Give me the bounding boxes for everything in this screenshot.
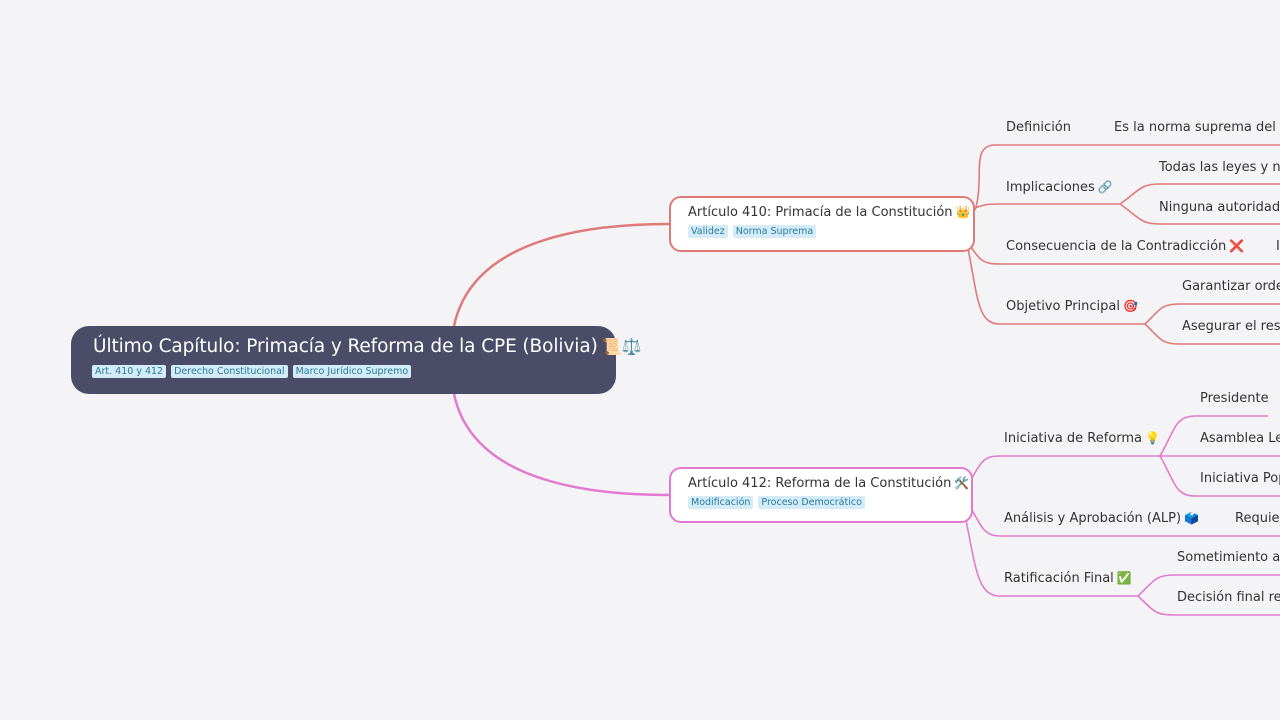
- node-objetivo-item-2[interactable]: Asegurar el respe: [1182, 319, 1280, 334]
- scroll-scale-icon: 📜⚖️: [601, 337, 642, 356]
- tag-marco-juridico: Marco Jurídico Supremo: [292, 365, 412, 378]
- definicion-text: Es la norma suprema del ord: [1114, 120, 1280, 135]
- node-ratificacion-item-2[interactable]: Decisión final rec: [1177, 590, 1280, 605]
- edge-410-objetivo: [967, 247, 1145, 325]
- implicaciones-label: Implicaciones: [1006, 180, 1095, 195]
- edge-iniciativa-item-3: [1159, 455, 1280, 497]
- lightbulb-icon: 💡: [1145, 431, 1160, 445]
- edge-412-iniciativa: [971, 455, 1160, 479]
- objetivo-item-1-text: Garantizar order: [1182, 279, 1280, 294]
- node-iniciativa-item-1[interactable]: Presidente: [1200, 391, 1269, 406]
- objetivo-item-2-text: Asegurar el respe: [1182, 319, 1280, 334]
- node-ratificacion[interactable]: Ratificación Final✅: [1004, 571, 1132, 586]
- articulo-410-tags: Validez Norma Suprema: [688, 225, 973, 238]
- node-iniciativa[interactable]: Iniciativa de Reforma💡: [1004, 431, 1160, 446]
- edge-412-analisis: [971, 509, 1280, 537]
- implicaciones-item-2-text: Ninguna autoridad, i: [1159, 200, 1280, 215]
- edge-410-definicion: [974, 144, 1280, 211]
- node-articulo-410[interactable]: Artículo 410: Primacía de la Constitució…: [669, 196, 975, 252]
- edge-objetivo-item-1: [1144, 303, 1280, 325]
- node-definicion-text[interactable]: Es la norma suprema del ord: [1114, 120, 1280, 135]
- tag-art-410-412: Art. 410 y 412: [92, 365, 167, 378]
- root-title-text: Último Capítulo: Primacía y Reforma de l…: [93, 336, 598, 357]
- implicaciones-item-1-text: Todas las leyes y nor: [1159, 160, 1280, 175]
- articulo-410-title-text: Artículo 410: Primacía de la Constitució…: [688, 205, 953, 220]
- cross-mark-icon: ❌: [1229, 239, 1245, 253]
- articulo-410-title: Artículo 410: Primacía de la Constitució…: [688, 205, 973, 220]
- edge-ratificacion-item-2: [1137, 595, 1280, 616]
- ballot-box-icon: 🗳️: [1184, 511, 1199, 525]
- node-consecuencia[interactable]: Consecuencia de la Contradicción❌: [1006, 239, 1244, 254]
- node-analisis-text[interactable]: Requier: [1235, 511, 1280, 526]
- iniciativa-item-1-text: Presidente: [1200, 391, 1269, 406]
- tag-derecho-constitucional: Derecho Constitucional: [171, 365, 288, 378]
- edge-root-to-410: [452, 222, 670, 327]
- tag-proceso-democratico: Proceso Democrático: [758, 496, 865, 509]
- node-articulo-412[interactable]: Artículo 412: Reforma de la Constitución…: [669, 467, 973, 523]
- tag-validez: Validez: [688, 225, 728, 238]
- edge-410-implicaciones: [974, 203, 1120, 209]
- tag-norma-suprema: Norma Suprema: [732, 225, 817, 238]
- analisis-label: Análisis y Aprobación (ALP): [1004, 511, 1182, 526]
- tag-modificacion: Modificación: [688, 496, 754, 509]
- definicion-label: Definición: [1006, 120, 1071, 135]
- articulo-412-tags: Modificación Proceso Democrático: [688, 496, 971, 509]
- node-implicaciones[interactable]: Implicaciones🔗: [1006, 180, 1113, 195]
- node-consecuencia-text[interactable]: I: [1276, 239, 1280, 254]
- edge-implicaciones-item-1: [1119, 183, 1280, 205]
- ratificacion-item-1-text: Sometimiento a R: [1177, 550, 1280, 565]
- node-iniciativa-item-2[interactable]: Asamblea Leg: [1200, 431, 1280, 446]
- consecuencia-label: Consecuencia de la Contradicción: [1006, 239, 1227, 254]
- crown-icon: 👑: [955, 205, 971, 219]
- target-icon: 🎯: [1122, 299, 1138, 313]
- ratificacion-label: Ratificación Final: [1004, 571, 1114, 586]
- articulo-412-title: Artículo 412: Reforma de la Constitución…: [688, 476, 971, 491]
- node-ratificacion-item-1[interactable]: Sometimiento a R: [1177, 550, 1280, 565]
- edge-412-ratificacion: [965, 519, 1138, 597]
- check-mark-icon: ✅: [1116, 571, 1132, 585]
- edge-root-to-412: [452, 393, 670, 497]
- root-title: Último Capítulo: Primacía y Reforma de l…: [93, 336, 641, 357]
- iniciativa-item-2-text: Asamblea Leg: [1200, 431, 1280, 446]
- edge-objetivo-item-2: [1144, 323, 1280, 345]
- analisis-text: Requier: [1235, 511, 1280, 526]
- iniciativa-label: Iniciativa de Reforma: [1004, 431, 1143, 446]
- link-icon: 🔗: [1097, 180, 1113, 194]
- node-definicion[interactable]: Definición: [1006, 120, 1071, 135]
- node-objetivo-item-1[interactable]: Garantizar order: [1182, 279, 1280, 294]
- node-analisis[interactable]: Análisis y Aprobación (ALP)🗳️: [1004, 511, 1199, 526]
- root-tags: Art. 410 y 412 Derecho Constitucional Ma…: [92, 365, 616, 378]
- edge-implicaciones-item-2: [1119, 203, 1280, 225]
- root-node[interactable]: Último Capítulo: Primacía y Reforma de l…: [71, 326, 641, 394]
- ratificacion-item-2-text: Decisión final rec: [1177, 590, 1280, 605]
- articulo-412-title-text: Artículo 412: Reforma de la Constitución: [688, 476, 952, 491]
- node-objetivo[interactable]: Objetivo Principal🎯: [1006, 299, 1138, 314]
- iniciativa-item-3-text: Iniciativa Pop: [1200, 471, 1280, 486]
- edge-410-consecuencia: [969, 244, 1280, 265]
- edge-iniciativa-item-1: [1159, 415, 1268, 457]
- tools-icon: 🛠️: [954, 476, 970, 490]
- edge-ratificacion-item-1: [1137, 574, 1280, 597]
- node-implicaciones-item-2[interactable]: Ninguna autoridad, i: [1159, 200, 1280, 215]
- node-iniciativa-item-3[interactable]: Iniciativa Pop: [1200, 471, 1280, 486]
- consecuencia-text: I: [1276, 239, 1280, 254]
- node-implicaciones-item-1[interactable]: Todas las leyes y nor: [1159, 160, 1280, 175]
- objetivo-label: Objetivo Principal: [1006, 299, 1120, 314]
